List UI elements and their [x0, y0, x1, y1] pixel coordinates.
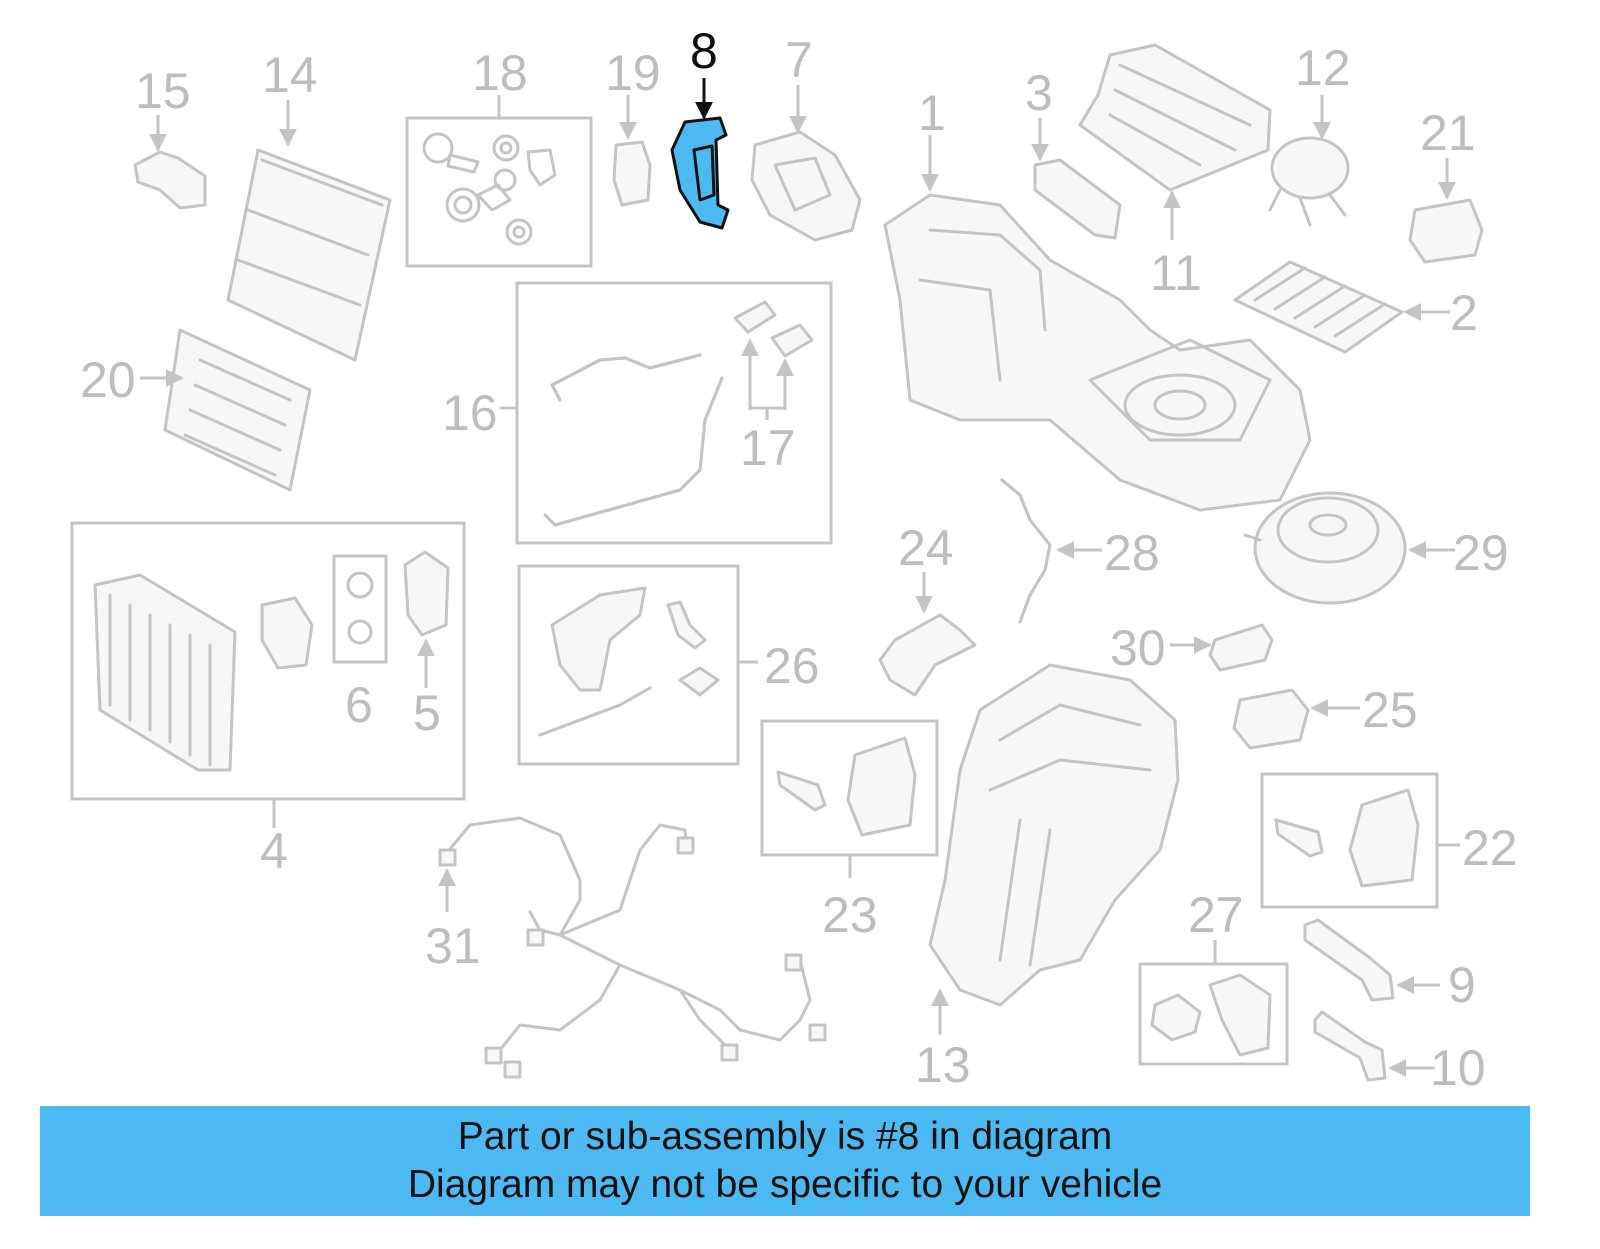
label-16: 16	[442, 385, 498, 441]
part-21-actuator[interactable]	[1408, 158, 1484, 264]
label-31: 31	[425, 918, 481, 974]
label-1: 1	[918, 85, 946, 141]
part-15-bracket[interactable]	[133, 115, 207, 210]
label-19: 19	[605, 45, 661, 101]
part-29-blower-motor[interactable]	[1243, 491, 1455, 605]
part-8-highlighted[interactable]	[670, 78, 730, 230]
part-13-hvac-lower-housing[interactable]	[928, 663, 1180, 1035]
label-18: 18	[472, 45, 528, 101]
label-11: 11	[1150, 245, 1202, 301]
label-3: 3	[1025, 65, 1053, 121]
part-28-drain-hose[interactable]	[1000, 478, 1102, 624]
label-5: 5	[413, 685, 441, 741]
label-13: 13	[915, 1037, 971, 1093]
label-22: 22	[1462, 820, 1518, 876]
part-30-flap[interactable]	[1170, 623, 1274, 672]
part-27-sensor-kit[interactable]	[1138, 940, 1289, 1066]
part-5-expansion-valve[interactable]	[403, 550, 450, 688]
part-25-actuator[interactable]	[1232, 688, 1360, 750]
banner-line-1: Part or sub-assembly is #8 in diagram	[457, 1115, 1113, 1158]
part-6-seals[interactable]	[332, 554, 388, 664]
label-10: 10	[1430, 1040, 1486, 1096]
label-9: 9	[1448, 957, 1476, 1013]
part-2-cabin-filter[interactable]	[1233, 260, 1450, 354]
label-27: 27	[1188, 887, 1244, 943]
part-26-linkage-kit[interactable]	[517, 564, 758, 766]
label-8: 8	[690, 23, 718, 79]
part-18-seal-kit[interactable]	[405, 95, 593, 268]
info-banner: Part or sub-assembly is #8 in diagram Di…	[40, 1106, 1530, 1216]
label-15: 15	[135, 63, 191, 119]
label-26: 26	[764, 638, 820, 694]
part-19-actuator[interactable]	[612, 95, 652, 207]
label-28: 28	[1104, 525, 1160, 581]
part-23-sensor-kit[interactable]	[760, 719, 939, 878]
part-12-motor[interactable]	[1268, 95, 1350, 227]
label-17: 17	[740, 420, 796, 476]
part-31-wiring-harness[interactable]	[438, 816, 827, 1079]
part-17-hose-clips[interactable]	[733, 300, 814, 420]
banner-line-2: Diagram may not be specific to your vehi…	[407, 1163, 1163, 1206]
part-1-hvac-housing[interactable]	[883, 135, 1312, 512]
part-24-sensor[interactable]	[878, 572, 977, 697]
label-21: 21	[1420, 105, 1476, 161]
label-20: 20	[80, 352, 136, 408]
label-30: 30	[1110, 620, 1166, 676]
label-6: 6	[345, 677, 373, 733]
label-24: 24	[898, 520, 954, 576]
label-2: 2	[1450, 285, 1478, 341]
label-25: 25	[1362, 682, 1418, 738]
label-12: 12	[1295, 40, 1351, 96]
part-3-seal[interactable]	[1031, 118, 1122, 240]
part-11-housing-cover[interactable]	[1078, 43, 1272, 240]
label-23: 23	[822, 887, 878, 943]
part-7-gasket[interactable]	[750, 85, 862, 242]
label-4: 4	[260, 823, 288, 879]
label-7: 7	[785, 32, 813, 88]
part-14-heater-core[interactable]	[226, 100, 392, 362]
part-10-sensor[interactable]	[1313, 1010, 1435, 1082]
part-9-sensor[interactable]	[1303, 918, 1440, 1002]
part-22-sensor-kit[interactable]	[1260, 772, 1460, 909]
part-16-hoses[interactable]	[500, 281, 833, 545]
part-4-evaporator[interactable]	[70, 521, 466, 828]
label-14: 14	[262, 47, 318, 103]
part-20-core[interactable]	[140, 328, 312, 492]
label-29: 29	[1453, 525, 1509, 581]
